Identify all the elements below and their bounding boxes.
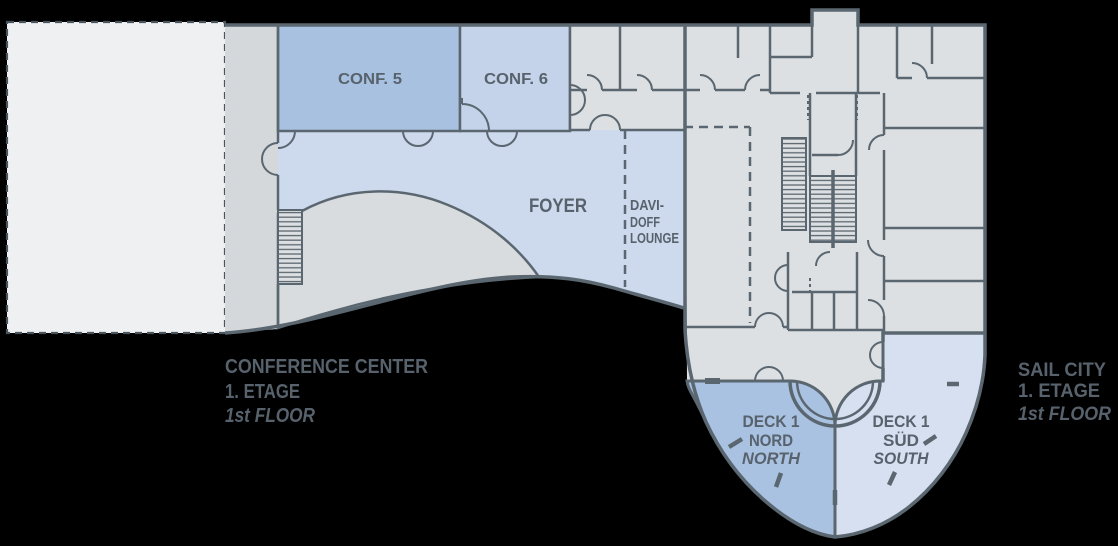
label-davidoff-line2: DOFF bbox=[630, 215, 660, 231]
caption-sailcity-line3: 1st FLOOR bbox=[1018, 404, 1111, 425]
annex-dashed-outline bbox=[5, 20, 227, 335]
conference-interior-walls bbox=[276, 25, 685, 327]
label-conf5: CONF. 5 bbox=[338, 71, 402, 88]
caption-conference-line2: 1. ETAGE bbox=[225, 380, 300, 403]
room-conf5 bbox=[276, 23, 462, 133]
label-deck-nord-line3: NORTH bbox=[742, 450, 801, 468]
label-deck-sued-line2: SÜD bbox=[883, 431, 919, 450]
label-deck-nord-line2: NORD bbox=[749, 432, 793, 450]
caption-sailcity-line2: 1. ETAGE bbox=[1018, 381, 1100, 402]
deck-window-ticks bbox=[727, 381, 959, 505]
label-davidoff-line3: LOUNGE bbox=[630, 231, 679, 247]
label-conf6: CONF. 6 bbox=[484, 71, 548, 88]
tower-stairs-west bbox=[781, 137, 807, 231]
caption-conference-line1: CONFERENCE CENTER bbox=[225, 355, 428, 378]
tower-dashed-void-outline bbox=[684, 125, 752, 323]
room-conf6 bbox=[458, 23, 572, 133]
caption-conference-line3: 1st FLOOR bbox=[225, 404, 315, 427]
label-deck-sued-line1: DECK 1 bbox=[873, 413, 930, 431]
label-foyer: FOYER bbox=[529, 196, 587, 217]
caption-sailcity-line1: SAIL CITY bbox=[1018, 360, 1106, 381]
conference-outer-walls bbox=[224, 23, 685, 335]
service-strip bbox=[570, 25, 685, 130]
label-deck-sued-line3: SOUTH bbox=[874, 450, 930, 468]
deck-nord-threshold bbox=[705, 378, 720, 384]
tower-dotted-openings bbox=[807, 95, 858, 292]
conference-door-arcs bbox=[261, 74, 653, 176]
label-deck-nord-line1: DECK 1 bbox=[743, 413, 800, 431]
tower-door-arcs bbox=[699, 62, 928, 382]
conference-corridor-band bbox=[225, 25, 278, 333]
conference-stairs bbox=[277, 209, 303, 285]
bow-ring-inner-arc bbox=[795, 380, 875, 421]
label-davidoff-line1: DAVI- bbox=[630, 198, 664, 214]
